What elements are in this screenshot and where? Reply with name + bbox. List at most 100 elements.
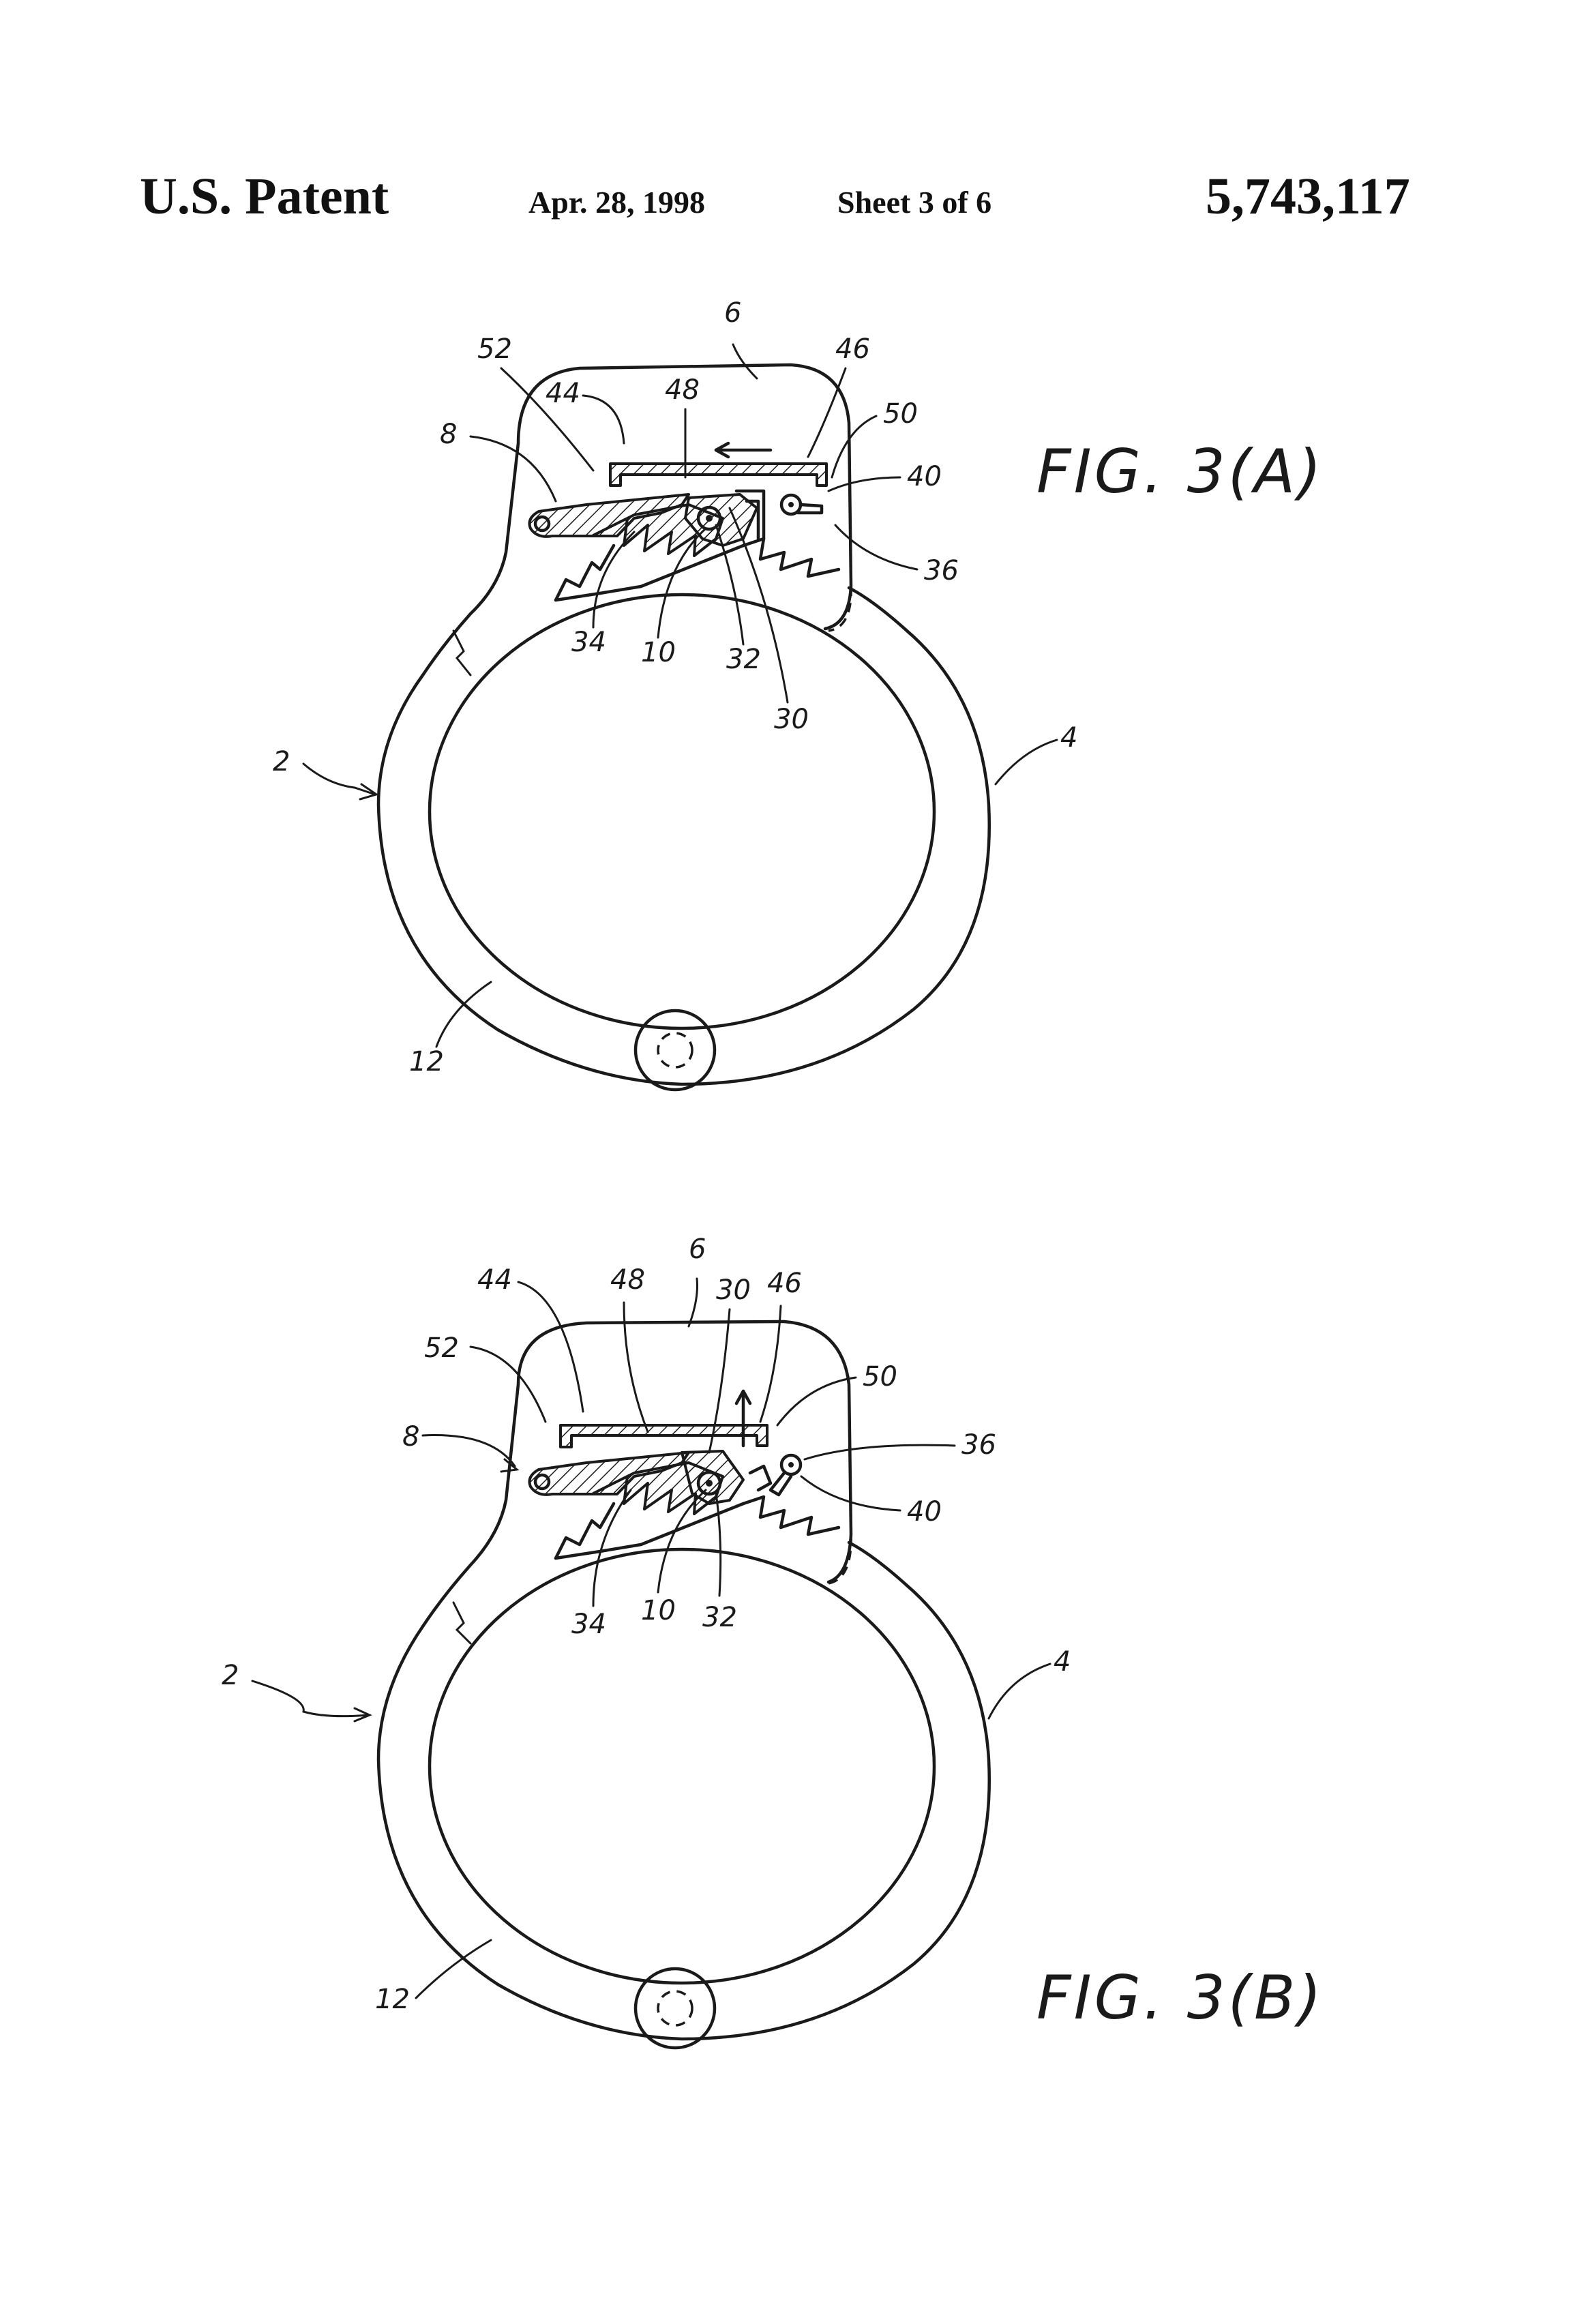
outer-cuff-outline xyxy=(376,586,991,1086)
ref-46: 46 xyxy=(767,1268,802,1299)
outer-cuff-outline xyxy=(376,1540,991,2041)
pawl-pivot xyxy=(533,515,551,533)
leader-2 xyxy=(251,1680,370,1718)
ref-10: 10 xyxy=(641,637,676,668)
ref-4: 4 xyxy=(1060,722,1077,754)
break-line xyxy=(452,1601,472,1645)
leader-46 xyxy=(807,367,847,458)
ref-48: 48 xyxy=(610,1264,645,1296)
leader-50 xyxy=(776,1376,857,1427)
ref-10: 10 xyxy=(641,1595,676,1626)
ref-50: 50 xyxy=(883,398,918,430)
spring-bracket xyxy=(734,489,766,541)
ref-52: 52 xyxy=(477,333,512,365)
inner-cuff-opening xyxy=(428,1547,936,1985)
break-line xyxy=(452,629,472,676)
ref-4: 4 xyxy=(1054,1646,1071,1678)
pawl-body xyxy=(681,1450,745,1505)
spring-pin-center xyxy=(788,502,794,507)
ratchet-housing xyxy=(421,363,853,677)
leader-4 xyxy=(987,1663,1051,1720)
hinge-pivot xyxy=(633,1009,717,1092)
leader-8-head xyxy=(500,1458,520,1473)
leader-40 xyxy=(800,1475,901,1512)
release-lever xyxy=(559,1424,768,1448)
pivot-pin-10 xyxy=(696,505,722,531)
hinge-pivot xyxy=(633,1967,717,2050)
leader-32 xyxy=(715,524,745,646)
leader-34 xyxy=(592,1489,632,1607)
patent-date: Apr. 28, 1998 xyxy=(528,185,705,220)
ref-36: 36 xyxy=(924,555,959,586)
figure-3a: 6 52 46 44 48 50 8 40 36 34 10 32 30 2 4… xyxy=(273,297,1324,1092)
leader-36 xyxy=(834,524,919,571)
ref-32: 32 xyxy=(702,1602,737,1633)
leader-50 xyxy=(831,415,878,479)
ref-46: 46 xyxy=(835,333,870,365)
leader-36 xyxy=(803,1444,956,1461)
hinge-pin-hidden xyxy=(657,1032,693,1069)
leader-32 xyxy=(715,1492,722,1597)
leader-30 xyxy=(708,1308,731,1454)
spring-pin-tab xyxy=(796,503,824,515)
leader-2-head xyxy=(353,1707,372,1723)
leader-12 xyxy=(415,1939,492,1999)
ref-8: 8 xyxy=(402,1421,419,1452)
ref-2: 2 xyxy=(273,746,290,777)
leader-52 xyxy=(500,367,595,472)
leader-2-head xyxy=(359,783,379,801)
spring-pin-center xyxy=(788,1462,794,1468)
release-lever xyxy=(609,462,828,487)
ref-34: 34 xyxy=(571,1609,606,1640)
ref-48: 48 xyxy=(665,374,700,406)
leader-30 xyxy=(728,507,789,704)
hinge-pin-hidden xyxy=(657,1990,693,2027)
leader-44 xyxy=(582,394,625,445)
direction-arrow-head xyxy=(714,441,730,459)
ref-36: 36 xyxy=(961,1429,996,1461)
ref-52: 52 xyxy=(424,1332,459,1364)
spring-pin-40 xyxy=(779,1453,803,1476)
pivot-pin-10 xyxy=(696,1470,722,1496)
pivot-pin-center xyxy=(706,1480,713,1487)
ref-2: 2 xyxy=(222,1660,239,1691)
cuff-teeth xyxy=(554,1495,841,1560)
figure-label-3a: FIG. 3(A) xyxy=(1036,436,1324,507)
leader-44 xyxy=(517,1281,584,1413)
leader-10 xyxy=(657,527,707,639)
ref-12: 12 xyxy=(409,1046,444,1077)
patent-number: 5,743,117 xyxy=(1206,168,1410,225)
ref-50: 50 xyxy=(863,1361,897,1392)
leader-8 xyxy=(421,1434,516,1468)
cuff-teeth xyxy=(554,537,841,602)
figure-3b: 6 44 48 30 46 52 50 8 36 40 34 10 32 2 4… xyxy=(222,1234,1324,2050)
ref-6: 6 xyxy=(689,1234,706,1265)
patent-header-title: U.S. Patent xyxy=(140,168,389,225)
leader-8 xyxy=(469,435,557,503)
figure-label-3b: FIG. 3(B) xyxy=(1036,1963,1324,2033)
leader-34 xyxy=(592,531,636,629)
ref-30: 30 xyxy=(716,1275,751,1306)
direction-arrow-head xyxy=(734,1389,752,1405)
ref-44: 44 xyxy=(477,1264,512,1296)
leader-52 xyxy=(469,1345,547,1423)
spring-bracket xyxy=(748,1464,773,1492)
leader-12 xyxy=(435,981,492,1048)
pivot-pin-center xyxy=(706,515,713,522)
leader-4 xyxy=(994,739,1058,786)
leader-2 xyxy=(302,762,376,796)
ref-12: 12 xyxy=(375,1984,410,2015)
hidden-outline xyxy=(828,586,852,632)
pawl-pivot xyxy=(533,1473,551,1491)
inner-cuff-opening xyxy=(428,593,936,1030)
spring-pin-tab xyxy=(768,1471,793,1497)
ref-34: 34 xyxy=(571,627,606,658)
leader-6 xyxy=(687,1277,698,1328)
leader-46 xyxy=(759,1305,782,1423)
ref-40: 40 xyxy=(907,461,942,492)
ref-30: 30 xyxy=(774,704,809,735)
leader-10 xyxy=(657,1489,707,1594)
ratchet-housing xyxy=(421,1320,853,1628)
